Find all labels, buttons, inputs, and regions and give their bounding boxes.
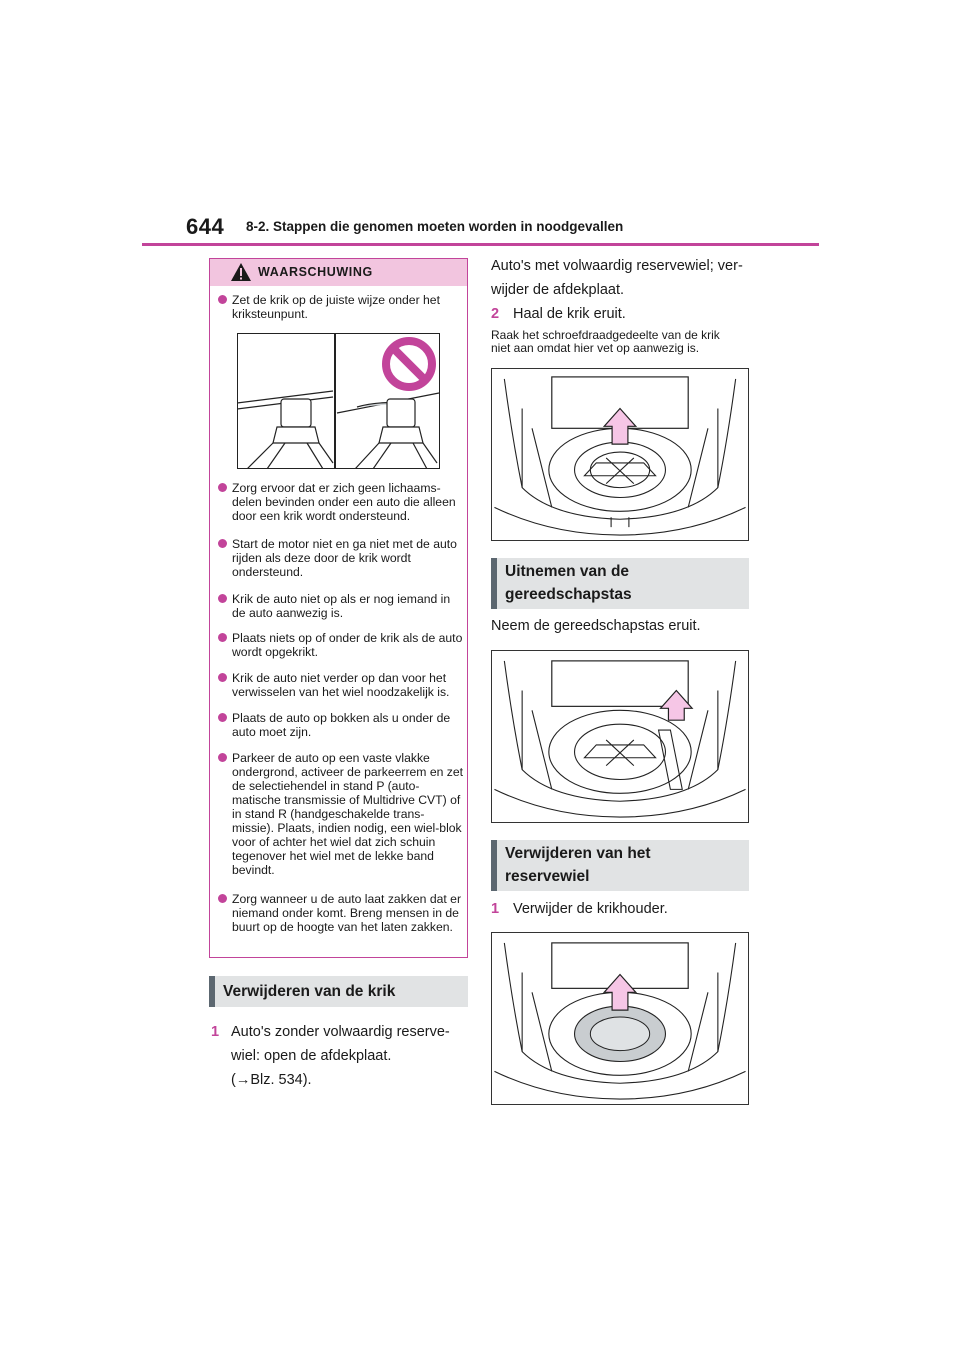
heading-verwijderen-krik: Verwijderen van de krik bbox=[209, 976, 468, 1007]
warning-item: Zorg ervoor dat er zich geen lichaams-de… bbox=[218, 481, 464, 523]
warning-item: Plaats de auto op bokken als u onder de … bbox=[218, 711, 464, 739]
bullet-icon bbox=[218, 633, 227, 642]
intro-text: wijder de afdekplaat. bbox=[491, 282, 624, 298]
step-text: wiel: open de afdekplaat. bbox=[231, 1048, 392, 1064]
bullet-icon bbox=[218, 673, 227, 682]
bullet-icon bbox=[218, 894, 227, 903]
arrow-up-icon bbox=[602, 407, 638, 445]
warning-triangle-icon bbox=[231, 263, 251, 281]
intro-text: Auto's met volwaardig reservewiel; ver- bbox=[491, 258, 743, 274]
step-text: Verwijder de krikhouder. bbox=[513, 901, 668, 917]
note-text: Raak het schroefdraadgedeelte van de kri… bbox=[491, 328, 720, 342]
arrow-up-icon bbox=[602, 973, 638, 1011]
arrow-up-icon bbox=[659, 689, 694, 721]
warning-item: Parkeer de auto op een vaste vlakke onde… bbox=[218, 751, 464, 877]
bullet-icon bbox=[218, 539, 227, 548]
bullet-icon bbox=[218, 594, 227, 603]
warning-item: Krik de auto niet op als er nog iemand i… bbox=[218, 592, 464, 620]
heading-uitnemen-gereedschapstas: Uitnemen van de gereedschapstas bbox=[491, 558, 749, 609]
warning-item: Krik de auto niet verder op dan voor het… bbox=[218, 671, 464, 699]
header-rule bbox=[142, 243, 819, 246]
warning-label: WAARSCHUWING bbox=[258, 265, 373, 279]
warning-item: Plaats niets op of onder de krik als de … bbox=[218, 631, 464, 659]
step-2-block: 2 Haal de krik eruit. bbox=[491, 302, 761, 326]
note-text: niet aan omdat hier vet op aanwezig is. bbox=[491, 341, 700, 355]
bullet-icon bbox=[218, 483, 227, 492]
warning-box: WAARSCHUWING Zet de krik op de juiste wi… bbox=[209, 258, 468, 958]
warning-item: Zet de krik op de juiste wijze onder het… bbox=[218, 293, 464, 321]
toolbag-text: Neem de gereedschapstas eruit. bbox=[491, 618, 701, 634]
step-number: 2 bbox=[491, 306, 500, 322]
trunk-toolbag-illustration bbox=[491, 650, 749, 823]
step-number: 1 bbox=[491, 901, 500, 917]
bullet-icon bbox=[218, 753, 227, 762]
step-1-block: 1 Verwijder de krikhouder. bbox=[491, 897, 761, 921]
jack-placement-figure bbox=[237, 333, 440, 469]
trunk-jack-holder-illustration bbox=[491, 932, 749, 1105]
heading-verwijderen-reservewiel: Verwijderen van het reservewiel bbox=[491, 840, 749, 891]
bullet-icon bbox=[218, 295, 227, 304]
step-text: Auto's zonder volwaardig reserve- bbox=[231, 1024, 450, 1040]
page-reference: (→Blz. 534). bbox=[231, 1072, 312, 1088]
step-number: 1 bbox=[211, 1024, 220, 1040]
section-title: 8-2. Stappen die genomen moeten worden i… bbox=[246, 219, 624, 234]
warning-item: Start de motor niet en ga niet met de au… bbox=[218, 537, 464, 579]
warning-header: WAARSCHUWING bbox=[210, 259, 467, 286]
page-number: 644 bbox=[186, 214, 225, 239]
warning-item: Zorg wanneer u de auto laat zakken dat e… bbox=[218, 892, 464, 934]
prohibited-icon bbox=[382, 337, 436, 391]
bullet-icon bbox=[218, 713, 227, 722]
step-1-block: 1 Auto's zonder volwaardig reserve- wiel… bbox=[211, 1020, 471, 1100]
trunk-jack-illustration bbox=[491, 368, 749, 541]
step-text: Haal de krik eruit. bbox=[513, 306, 626, 322]
